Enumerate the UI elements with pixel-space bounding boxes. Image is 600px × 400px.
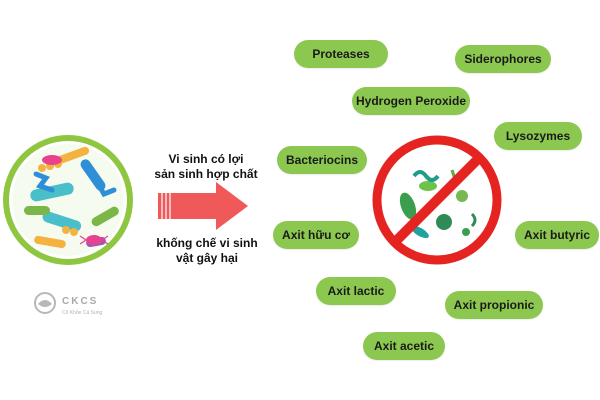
compound-axit-butyric: Axit butyric: [515, 221, 599, 249]
compound-axit-acetic: Axit acetic: [363, 332, 445, 360]
compound-lysozymes: Lysozymes: [494, 122, 582, 150]
logo-letters: CKCS: [62, 296, 99, 307]
ckcs-logo-icon: [34, 292, 56, 314]
caption-top-line2: sản sinh hợp chất: [154, 167, 258, 181]
harmful-microbes-prohibited-icon: [372, 135, 502, 265]
compound-bacteriocins: Bacteriocins: [277, 146, 367, 174]
caption-top-line1: Vi sinh có lợi: [168, 152, 244, 166]
compound-proteases: Proteases: [294, 40, 388, 68]
caption-top: Vi sinh có lợi sản sinh hợp chất: [131, 152, 281, 182]
compound-axit-lactic: Axit lactic: [316, 277, 396, 305]
caption-bottom: khống chế vi sinh vật gây hại: [132, 236, 282, 266]
compound-axit-huu-co: Axit hữu cơ: [273, 221, 359, 249]
compound-siderophores: Siderophores: [455, 45, 551, 73]
compound-hydrogen-peroxide: Hydrogen Peroxide: [352, 87, 470, 115]
right-arrow-icon: [158, 182, 248, 230]
logo-tagline: Cô Khỏe Cá Sung: [62, 310, 103, 316]
caption-bottom-line1: khống chế vi sinh: [156, 236, 258, 250]
compound-axit-propionic: Axit propionic: [445, 291, 543, 319]
caption-bottom-line2: vật gây hại: [175, 251, 239, 265]
beneficial-microbes-dish-icon: [3, 135, 133, 265]
